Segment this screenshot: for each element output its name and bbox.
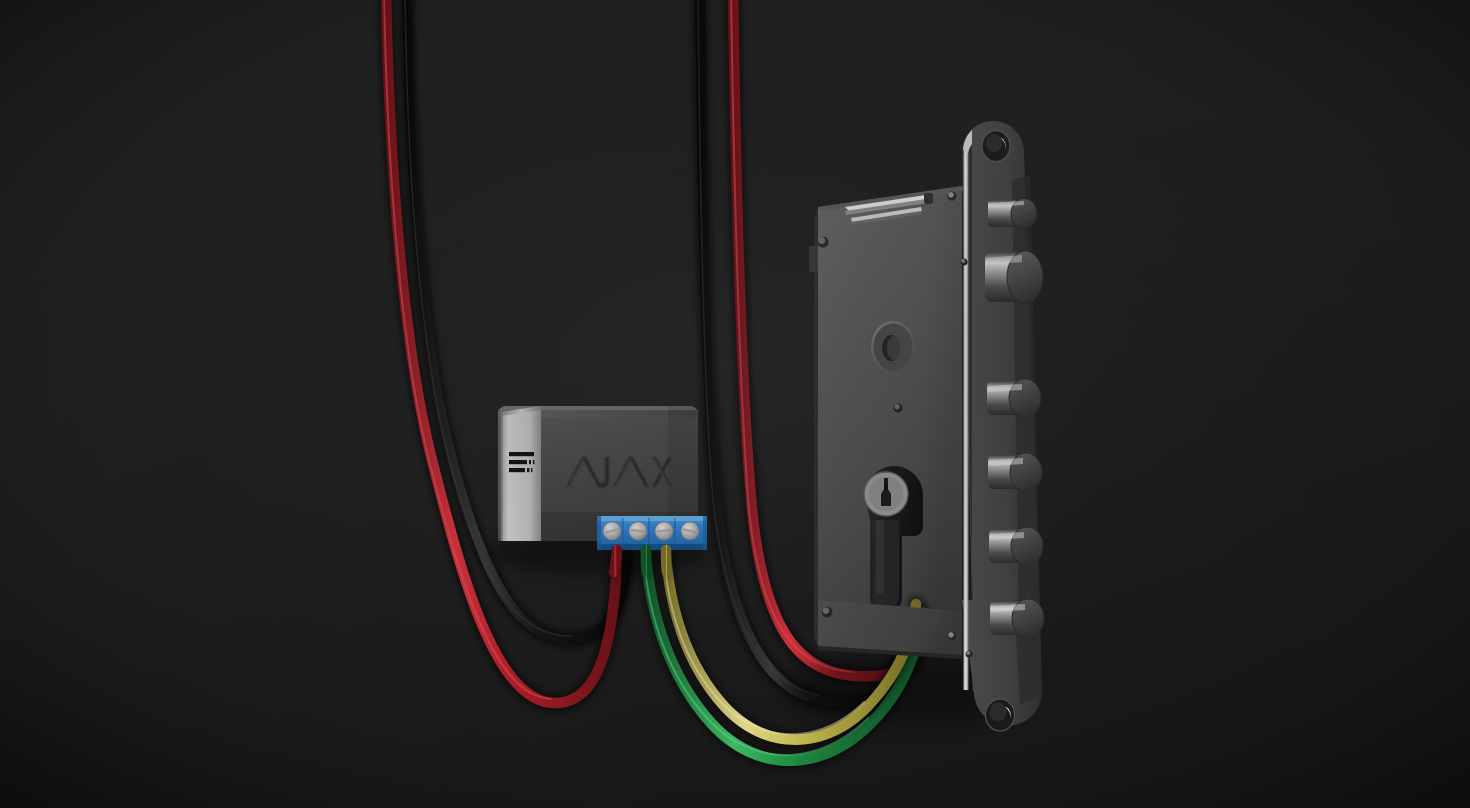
scene-canvas: Ajax relay module wired to an electromec… xyxy=(0,0,1470,808)
foreground-vignette xyxy=(0,0,1470,808)
product-illustration xyxy=(0,0,1470,808)
